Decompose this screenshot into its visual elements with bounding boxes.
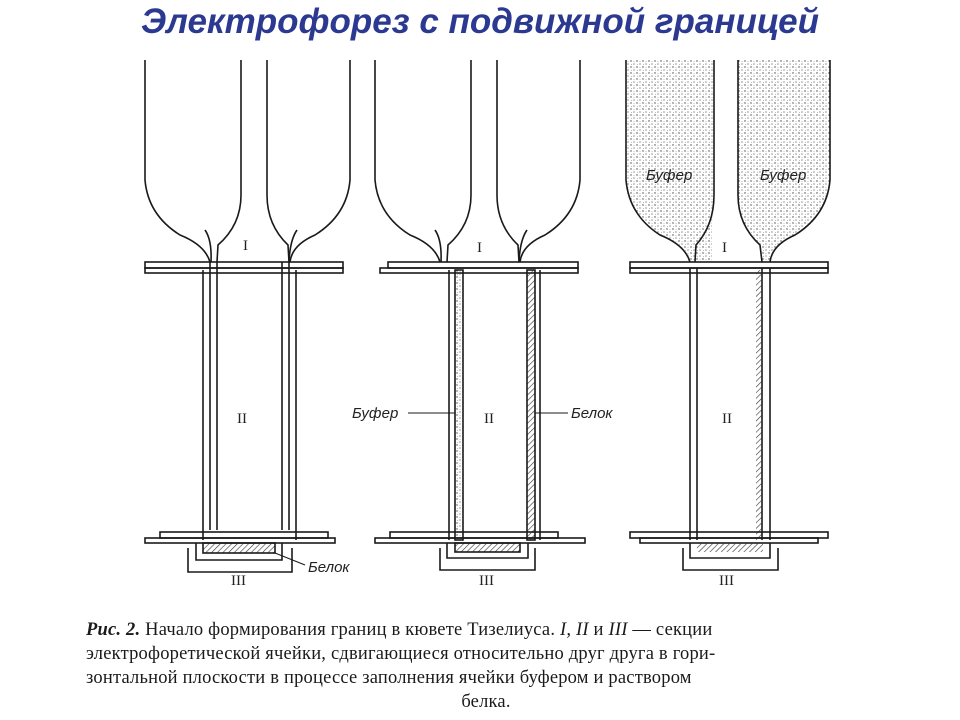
cell2-section2-label: II	[484, 411, 494, 427]
cell3-buffer-left-label: Буфер	[646, 167, 692, 184]
cell2-section3-label: III	[479, 573, 494, 589]
cell-3	[625, 60, 831, 571]
cell1-protein-label: Белок	[308, 559, 350, 576]
cell2-buffer-label: Буфер	[352, 405, 398, 422]
cell2-section1-label: I	[477, 240, 482, 256]
slide-title: Электрофорез с подвижной границей	[141, 2, 819, 41]
caption-line1-text: Начало формирования границ в кювете Тизе…	[145, 620, 556, 640]
caption-line-1: Рис. 2. Начало формирования границ в кюв…	[86, 618, 886, 642]
caption-and: и	[593, 620, 604, 640]
cell1-section2-label: II	[237, 411, 247, 427]
caption-line-2: электрофоретической ячейки, сдвигающиеся…	[86, 644, 716, 664]
cell2-protein-label: Белок	[571, 405, 613, 422]
cell3-section3-label: III	[719, 573, 734, 589]
cell1-section1-label: I	[243, 238, 248, 254]
cell-2	[374, 60, 586, 571]
caption-line1-end: — секции	[632, 620, 713, 640]
caption-sections: I, II	[559, 620, 589, 640]
cell3-section1-label: I	[722, 240, 727, 256]
cell1-section3-label: III	[231, 573, 246, 589]
cell3-section2-label: II	[722, 411, 732, 427]
cell3-buffer-right-label: Буфер	[760, 167, 806, 184]
caption-line-4: белка.	[461, 692, 511, 712]
cell-1	[144, 60, 351, 573]
figure-caption: Рис. 2. Начало формирования границ в кюв…	[86, 618, 886, 714]
caption-section3: III	[608, 620, 628, 640]
caption-fig-label: Рис. 2.	[86, 620, 141, 640]
caption-line-3: зонтальной плоскости в процессе заполнен…	[86, 668, 692, 688]
tiselius-cell-figure: I II III Белок I II III Буфер Белок	[144, 60, 831, 589]
